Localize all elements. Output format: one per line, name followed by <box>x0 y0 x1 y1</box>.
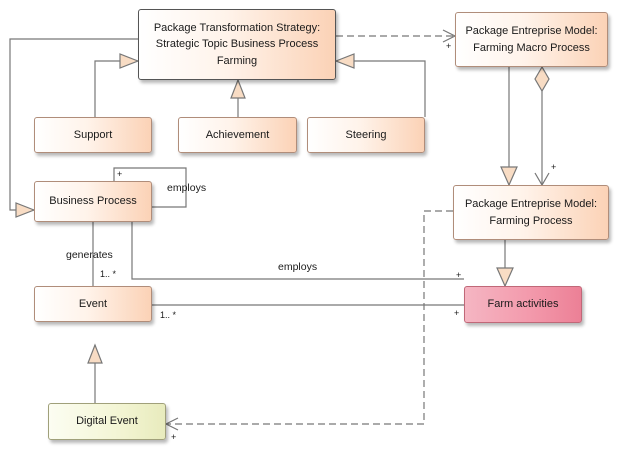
digital-event-class[interactable]: Digital Event <box>48 403 166 440</box>
farming-process-model-label: Package Entreprise Model: Farming Proces… <box>464 198 598 227</box>
macro-process-model[interactable]: Package Entreprise Model: Farming Macro … <box>455 12 608 67</box>
employs-self-label: employs <box>167 182 207 194</box>
event-farm-source-multiplicity: 1.. * <box>160 310 177 320</box>
steering-class[interactable]: Steering <box>307 117 425 153</box>
business-process-class-label: Business Process <box>49 195 137 208</box>
arrowhead-generalization <box>87 343 103 364</box>
arrowhead-generalization <box>119 53 140 69</box>
edge-employs-self-loop <box>113 167 187 208</box>
achievement-class[interactable]: Achievement <box>178 117 297 153</box>
support-class[interactable]: Support <box>34 117 152 153</box>
arrowhead-generalization <box>500 166 518 187</box>
arrowhead-generalization <box>496 267 514 288</box>
macro-process-multiplicity: + <box>551 162 557 172</box>
business-process-class[interactable]: Business Process <box>34 181 152 222</box>
support-class-label: Support <box>73 128 113 141</box>
event-class-label: Event <box>78 297 108 310</box>
employs-farm-multiplicity: + <box>456 270 462 280</box>
arrowhead-generalization <box>334 53 355 69</box>
steering-class-label: Steering <box>345 128 387 141</box>
farming-process-model[interactable]: Package Entreprise Model: Farming Proces… <box>453 185 609 240</box>
composition-diamond <box>534 65 550 93</box>
edge-support-to-strategy <box>94 60 138 117</box>
edge-steering-to-strategy <box>336 60 426 117</box>
event-farm-target-multiplicity: + <box>454 308 460 318</box>
edge-employs-farm <box>131 222 464 280</box>
digital-multiplicity: + <box>171 432 177 442</box>
arrowhead-generalization <box>230 78 246 99</box>
strategy-macro-multiplicity: + <box>446 41 452 51</box>
edge-process-to-digital <box>166 210 453 425</box>
macro-process-model-label: Package Entreprise Model: Farming Macro … <box>465 25 598 54</box>
employs-farm-label: employs <box>278 261 318 273</box>
farm-activities-class[interactable]: Farm activities <box>464 286 582 323</box>
strategy-package[interactable]: Package Transformation Strategy: Strateg… <box>138 9 336 80</box>
event-class[interactable]: Event <box>34 286 152 322</box>
strategy-package-label: Package Transformation Strategy: Strateg… <box>153 21 321 67</box>
arrowhead-open <box>164 417 179 431</box>
farm-activities-class-label: Farm activities <box>487 298 559 311</box>
arrowhead-generalization <box>15 202 36 218</box>
achievement-class-label: Achievement <box>205 128 270 141</box>
self-loop-multiplicity: + <box>117 169 123 179</box>
generates-multiplicity: 1.. * <box>100 269 117 279</box>
digital-event-class-label: Digital Event <box>76 415 138 428</box>
generates-label: generates <box>66 249 113 261</box>
